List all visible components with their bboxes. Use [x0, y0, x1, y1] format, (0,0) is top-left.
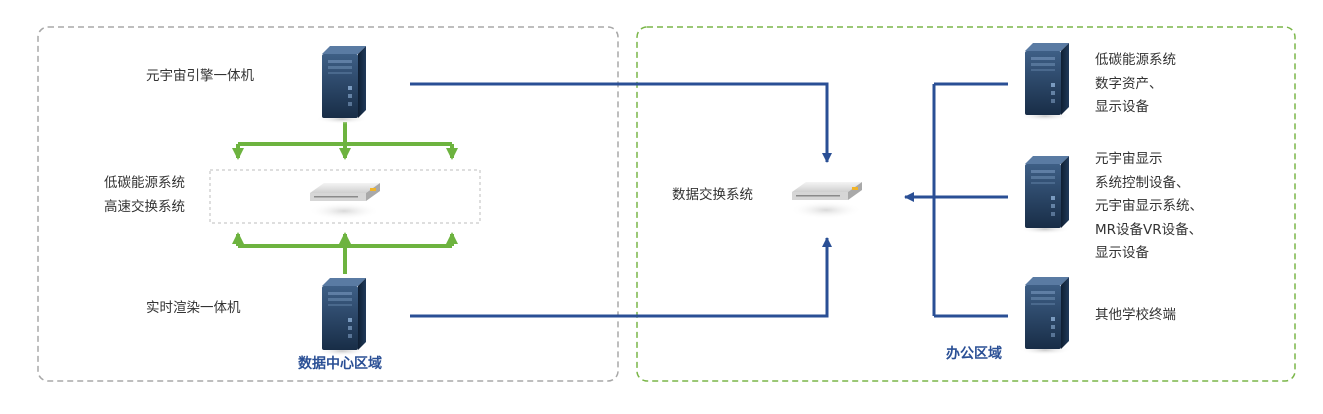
render-to-switch-links — [232, 232, 458, 274]
office-other-icon — [1019, 277, 1071, 355]
office-control-label: 元宇宙显示 系统控制设备、 元宇宙显示系统、 MR设备VR设备、 显示设备 — [1095, 151, 1203, 261]
engine-to-switch-links — [232, 122, 458, 160]
data-center-region-frame — [37, 26, 619, 382]
office-region-frame — [636, 26, 1296, 382]
render-server-icon — [316, 278, 368, 356]
engine-server-label: 元宇宙引擎一体机 — [146, 68, 254, 84]
render-server-label: 实时渲染一体机 — [146, 300, 241, 316]
engine-server-icon — [316, 46, 368, 124]
office-asset-display-label: 低碳能源系统 数字资产、 显示设备 — [1095, 52, 1176, 115]
data-center-region-title: 数据中心区域 — [298, 356, 382, 372]
engine-to-data-switch-link — [410, 82, 832, 163]
high-speed-switch-frame — [209, 169, 481, 224]
data-switch-icon — [790, 182, 862, 219]
render-to-data-switch-link — [410, 237, 832, 318]
office-other-label: 其他学校终端 — [1095, 307, 1176, 323]
high-speed-switch-icon — [308, 183, 380, 220]
office-to-data-switch-links — [904, 82, 1008, 318]
office-asset-display-icon — [1019, 43, 1071, 121]
office-region-title: 办公区域 — [946, 346, 1002, 362]
data-switch-label: 数据交换系统 — [672, 187, 753, 203]
high-speed-switch-label: 低碳能源系统 高速交换系统 — [104, 175, 185, 215]
office-control-icon — [1019, 156, 1071, 234]
